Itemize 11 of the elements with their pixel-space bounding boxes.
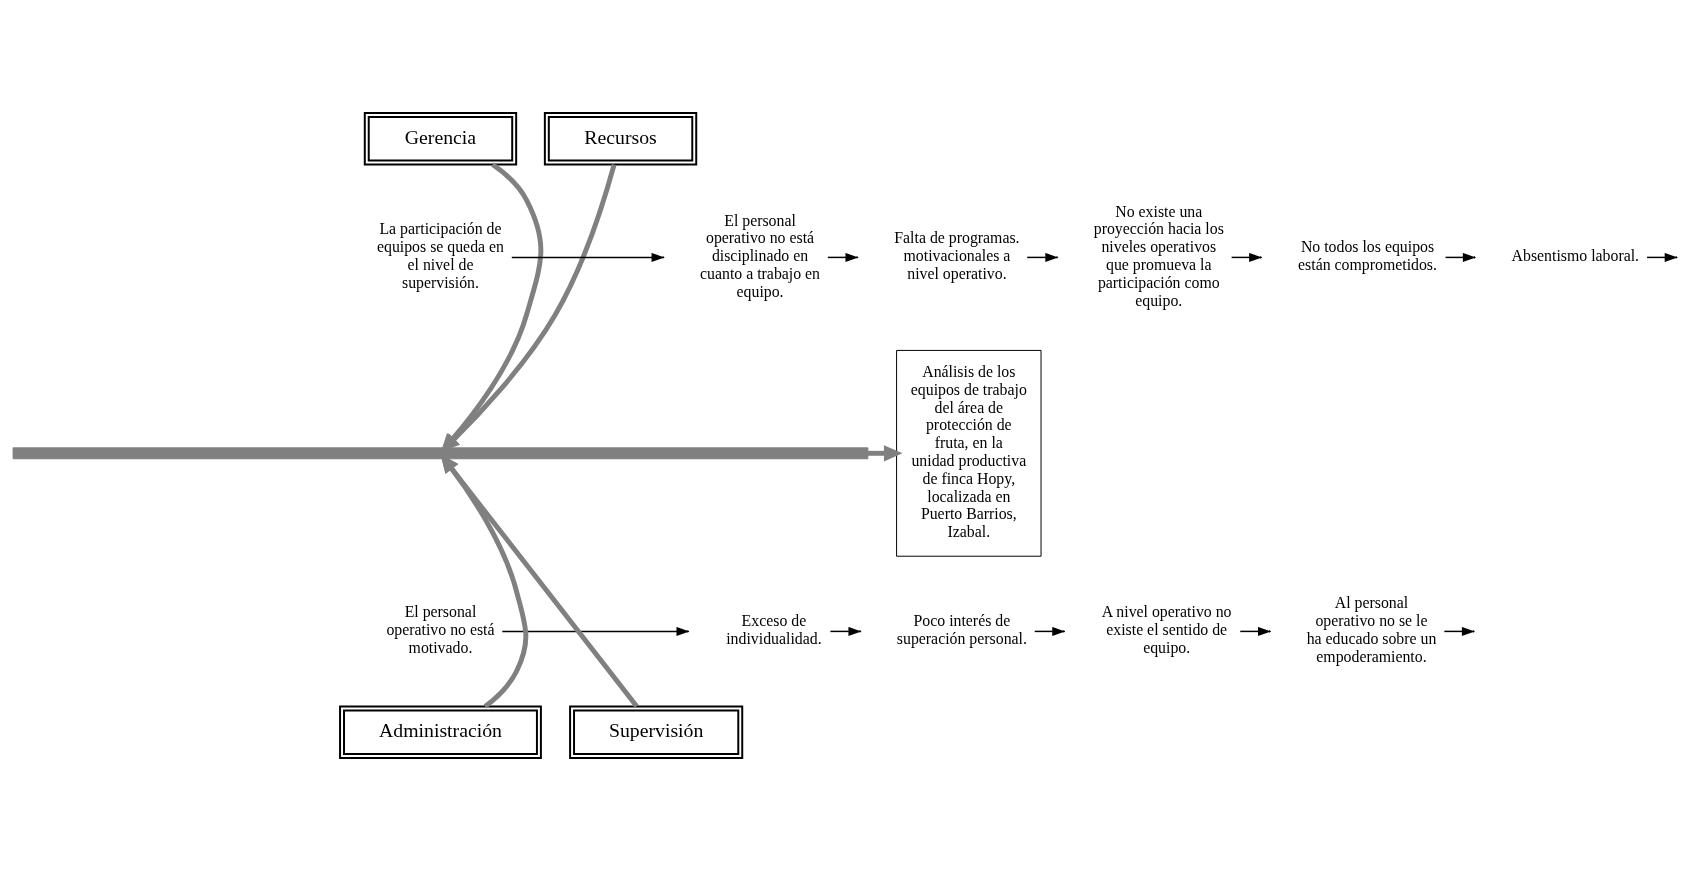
node-text: Exceso de individualidad. [726, 611, 822, 647]
node-text: El personal operativo no está disciplinado en cuanto a trabajo en equipo. [700, 211, 821, 300]
node-text: Al personal operativo no se le ha educado sobre un empoderamiento. [1306, 593, 1437, 665]
node-text: La participación de equipos se queda en el nivel de supervisión. [376, 219, 504, 291]
node-text: No todos los equipos están comprometidos. [1298, 237, 1437, 273]
node-text: El personal operativo no está motivado. [386, 602, 495, 656]
node-text: No existe una proyección hacia los niveles operativos que promueva la participación como equipo. [1093, 202, 1224, 309]
node-text: Absentismo laboral. [1511, 246, 1640, 264]
node-text: Poco interés de superación personal. [896, 611, 1027, 647]
node-text: A nivel operativo no existe el sentido de equipo. [1101, 602, 1232, 656]
node-text: Falta de programas. motivacionales a nivel operativo. [894, 228, 1020, 282]
